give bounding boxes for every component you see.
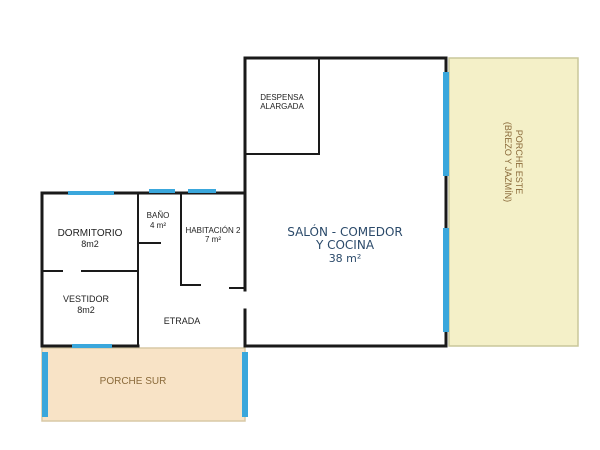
porche-sur-area (41, 347, 246, 422)
bano-label: BAÑO (147, 211, 170, 220)
vestidor-label: VESTIDOR (63, 294, 110, 304)
porche-sur-label: PORCHE SUR (100, 376, 167, 387)
vestidor-area: 8m2 (77, 305, 95, 315)
salon-area: 38 m² (329, 252, 362, 265)
porche-este-label: PORCHE ESTE (514, 130, 524, 195)
salon-label: SALÓN - COMEDOR (287, 224, 402, 239)
porche-este-label-group: PORCHE ESTE (BREZO Y JAZMÍN) (503, 122, 524, 202)
despensa-label: DESPENSA (260, 93, 304, 102)
habitacion2-label: HABITACIÓN 2 (186, 226, 242, 235)
porche-este-area (448, 57, 579, 347)
windows (42, 72, 449, 417)
porche-este-label-2: (BREZO Y JAZMÍN) (503, 122, 513, 202)
dormitorio-area: 8m2 (81, 239, 99, 249)
salon-label-2: Y COCINA (315, 238, 375, 252)
dormitorio-label: DORMITORIO (58, 228, 123, 239)
habitacion2-area: 7 m² (205, 235, 221, 244)
despensa-label-2: ALARGADA (260, 102, 304, 111)
bano-area: 4 m² (150, 221, 166, 230)
entrada-label: ETRADA (164, 316, 201, 326)
